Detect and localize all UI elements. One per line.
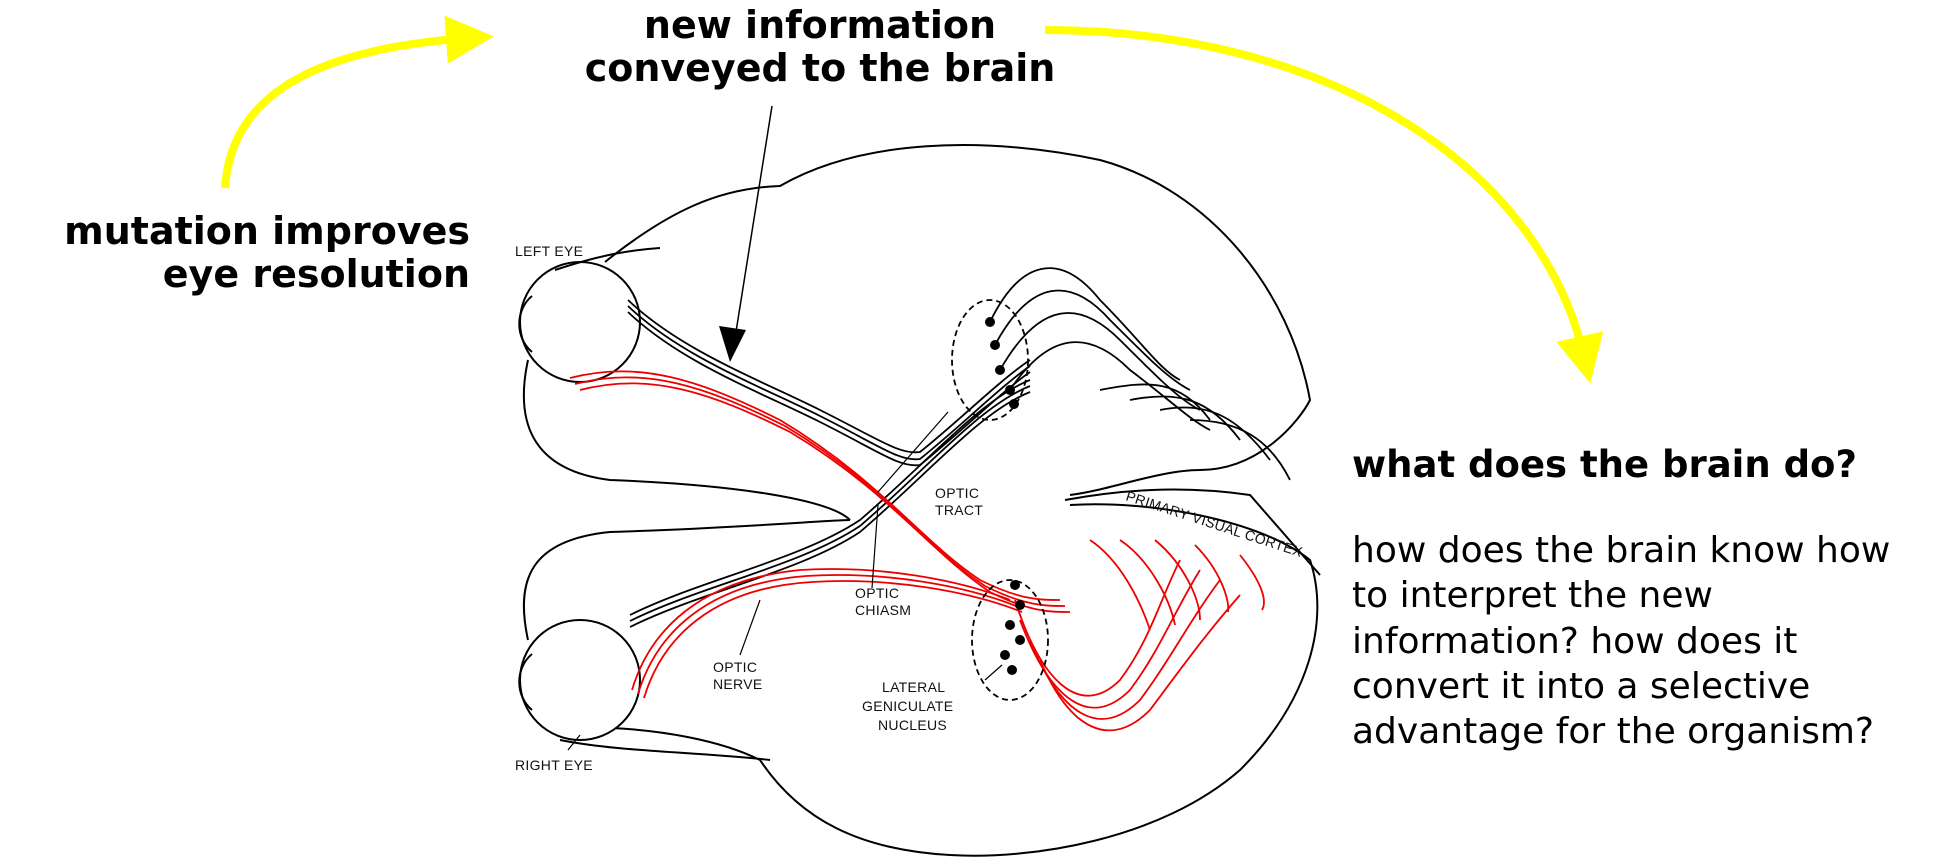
lower-radiations (1015, 540, 1264, 730)
label-right-eye: RIGHT EYE (515, 757, 593, 773)
label-optic-nerve-2: NERVE (713, 676, 762, 692)
pointer-line (735, 106, 772, 338)
label-optic-tract-2: TRACT (935, 502, 983, 518)
label-optic-tract-1: OPTIC (935, 485, 979, 501)
cortex-fissure (1065, 490, 1320, 575)
right-eye-globe (520, 620, 640, 740)
label-optic-nerve-1: OPTIC (713, 659, 757, 675)
yellow-arrow-left (225, 38, 470, 188)
label-lgn-3: NUCLEUS (878, 717, 947, 733)
upper-radiations (990, 268, 1290, 480)
label-lgn-1: LATERAL (882, 679, 945, 695)
pointer-arrowhead (719, 326, 746, 362)
left-eye-globe (520, 262, 640, 382)
yellow-arrow-right (1045, 30, 1585, 360)
label-primary-visual-cortex: PRIMARY VISUAL CORTEX (1124, 488, 1305, 560)
label-optic-chiasm-2: CHIASM (855, 602, 911, 618)
lgn-nodes (985, 317, 1025, 675)
label-optic-chiasm-1: OPTIC (855, 585, 899, 601)
label-left-eye: LEFT EYE (515, 243, 583, 259)
head-contour-left-upper (524, 360, 850, 520)
label-lgn-2: GENICULATE (862, 698, 953, 714)
